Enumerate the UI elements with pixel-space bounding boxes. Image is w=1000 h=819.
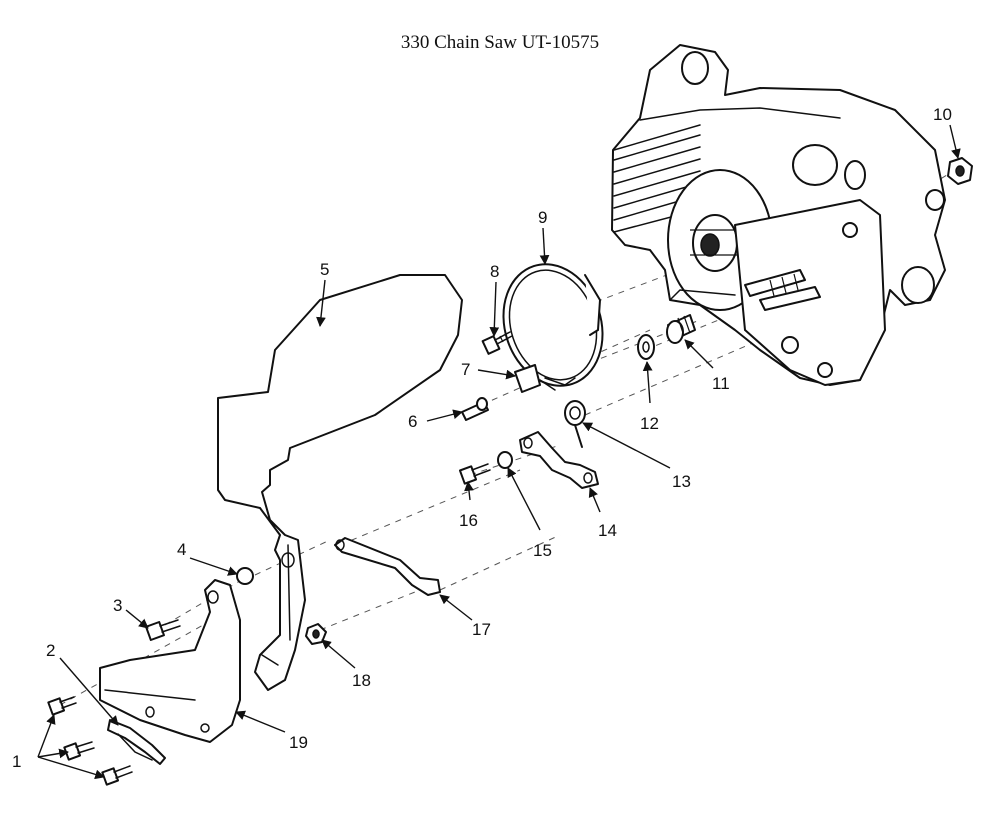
part-8-screw — [481, 331, 513, 355]
leader-lines — [37, 124, 961, 780]
part-9-brake-band — [502, 263, 604, 387]
callout-3: 3 — [113, 596, 122, 615]
callout-16: 16 — [459, 511, 478, 530]
callout-10: 10 — [933, 105, 952, 124]
part-14-lever — [519, 431, 599, 489]
callout-4: 4 — [177, 540, 186, 559]
part-19-bracket — [99, 579, 241, 743]
callout-11: 11 — [712, 374, 730, 393]
callout-18: 18 — [352, 671, 371, 690]
part-17-rod — [334, 537, 441, 596]
callout-13: 13 — [672, 472, 691, 491]
callout-12: 12 — [640, 414, 659, 433]
part-3-screw — [145, 619, 181, 641]
part-2-clip — [107, 719, 166, 765]
part-16-screw — [458, 463, 491, 485]
part-10-nut — [947, 157, 973, 185]
part-15-washer — [497, 451, 513, 469]
callout-6: 6 — [408, 412, 417, 431]
callout-15: 15 — [533, 541, 552, 560]
diagram-title: 330 Chain Saw UT-10575 — [400, 32, 600, 53]
callout-14: 14 — [598, 521, 617, 540]
callout-2: 2 — [46, 641, 55, 660]
callout-1: 1 — [12, 752, 21, 771]
part-4-washer — [236, 567, 254, 585]
part-13-spring — [564, 400, 586, 448]
callout-19: 19 — [289, 733, 308, 752]
part-11-spur — [666, 314, 696, 344]
callout-8: 8 — [490, 262, 499, 281]
engine-crankcase — [611, 44, 946, 386]
callout-9: 9 — [538, 208, 547, 227]
part-6-pin — [461, 397, 489, 421]
part-12-washer — [637, 334, 655, 360]
callout-7: 7 — [461, 360, 470, 379]
part-5-hand-guard — [217, 274, 463, 691]
callout-5: 5 — [320, 260, 329, 279]
callout-17: 17 — [472, 620, 491, 639]
part-7-link — [514, 364, 556, 393]
callout-labels: 1 2 3 4 5 6 7 8 9 10 11 12 13 14 15 16 1… — [12, 105, 952, 771]
